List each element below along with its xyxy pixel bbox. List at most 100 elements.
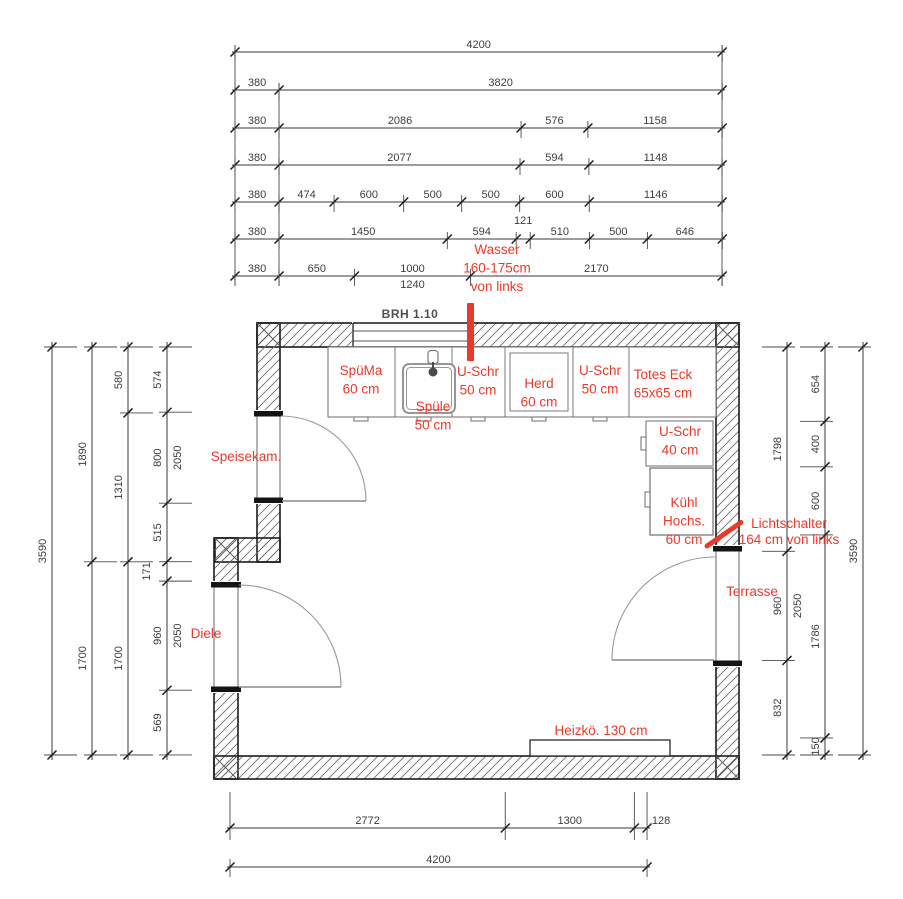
line xyxy=(819,529,831,541)
dimension-label: 2050 xyxy=(792,594,804,618)
dimension-row: 4200 xyxy=(229,39,728,62)
dimension-label: 2077 xyxy=(387,152,411,164)
doors xyxy=(211,410,742,693)
line xyxy=(583,159,594,171)
fridge-tall-unit xyxy=(649,467,714,536)
dimension-label: 3820 xyxy=(488,77,512,89)
dimension-label: 574 xyxy=(152,370,164,388)
dimension-label: 121 xyxy=(514,215,532,227)
line xyxy=(442,233,453,245)
dimension-column: 3590 xyxy=(838,341,871,761)
line xyxy=(514,159,526,171)
annotation-diele: Diele xyxy=(191,626,222,641)
annotation-line: Spüle xyxy=(416,399,451,414)
dimension-label: 1240 xyxy=(400,279,424,291)
dimension-label: 650 xyxy=(308,263,326,275)
line xyxy=(857,749,869,761)
line xyxy=(161,341,173,353)
dimension-label: 1700 xyxy=(113,646,125,670)
door-jamb xyxy=(211,686,241,692)
dimension-label: 515 xyxy=(152,523,164,541)
line xyxy=(86,556,98,567)
annotation-line: 60 cm xyxy=(666,532,703,547)
dimension-label: 3590 xyxy=(848,539,860,563)
dimension-label: 400 xyxy=(810,435,822,453)
line xyxy=(122,749,134,761)
radiator xyxy=(529,739,671,757)
line xyxy=(214,537,239,562)
dimension-label: 1148 xyxy=(644,152,668,164)
line xyxy=(213,755,238,780)
dimension-label: 380 xyxy=(248,115,266,127)
door-jamb xyxy=(713,546,742,552)
door-arc-speisekam xyxy=(280,415,367,502)
sink xyxy=(402,349,456,414)
annotation-line: Kühl xyxy=(670,495,697,510)
line xyxy=(819,416,831,427)
dimension-label: 2170 xyxy=(584,263,608,275)
dimension-label: 474 xyxy=(297,189,315,201)
dimension-label: 1890 xyxy=(77,442,89,466)
line xyxy=(86,749,98,761)
dimension-label: 2772 xyxy=(355,815,379,827)
dimension-label: 654 xyxy=(810,375,822,393)
dimension-label: 4200 xyxy=(466,39,490,51)
line xyxy=(715,322,740,347)
dimension-label: 594 xyxy=(473,226,491,238)
door-jamb xyxy=(254,411,283,417)
line xyxy=(349,270,360,282)
annotation-line: 60 cm xyxy=(343,382,380,397)
line xyxy=(819,341,831,353)
annotation-line: Heizkö. 130 cm xyxy=(554,723,647,738)
line xyxy=(781,749,793,761)
line xyxy=(86,341,98,353)
line xyxy=(398,196,409,208)
annotation-heizkoerper: Heizkö. 130 cm xyxy=(554,723,647,738)
dimension-label: 510 xyxy=(551,226,569,238)
dimension-label: 380 xyxy=(248,226,266,238)
dimension-label: 500 xyxy=(609,226,627,238)
counter-run xyxy=(327,346,717,418)
dimension-label: 380 xyxy=(248,189,266,201)
dimension-label: 569 xyxy=(152,713,164,731)
line xyxy=(456,196,467,208)
line xyxy=(642,233,653,245)
dimension-label: 2086 xyxy=(388,115,412,127)
dimension-label: 4200 xyxy=(426,854,450,866)
annotation-speisekam: Speisekam. xyxy=(211,449,282,464)
line xyxy=(704,520,744,549)
line xyxy=(122,556,134,567)
faucet-icon xyxy=(427,349,439,365)
line xyxy=(819,732,831,743)
dimension-label: 171 xyxy=(141,562,153,580)
dimension-label: 1146 xyxy=(644,189,668,201)
annotation-spuema: SpüMa 60 cm xyxy=(340,363,383,397)
faucet-head xyxy=(428,367,438,377)
dimension-label: 150 xyxy=(810,737,822,755)
line xyxy=(46,749,58,761)
annotation-line: 50 cm xyxy=(460,383,497,398)
door-arc-diele xyxy=(238,584,342,688)
window-opening xyxy=(352,321,470,349)
annotation-line: SpüMa xyxy=(340,363,383,378)
annotation-line: Terrasse xyxy=(726,584,778,599)
wall-bottom xyxy=(213,755,740,780)
line xyxy=(819,749,831,761)
dimension-label: 960 xyxy=(772,597,784,615)
dimension-row: 4200 xyxy=(224,854,653,877)
annotation-line: 50 cm xyxy=(582,382,619,397)
dimension-label: 1158 xyxy=(643,115,667,127)
dimension-label: 580 xyxy=(113,371,125,389)
dimension-label: 576 xyxy=(545,115,563,127)
line xyxy=(46,341,58,353)
